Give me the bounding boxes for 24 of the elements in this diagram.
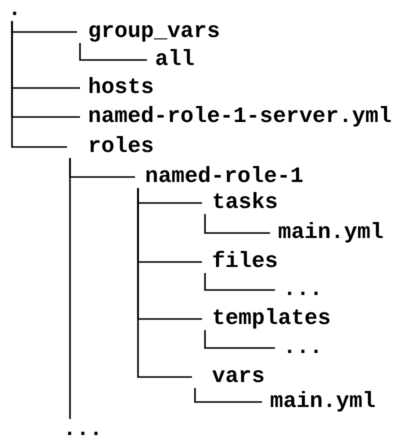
tree-connector-line — [194, 388, 262, 403]
tree-connector-line — [137, 188, 192, 378]
tree-connector-line — [204, 330, 275, 349]
tree-entry: group_vars — [77, 21, 220, 43]
tree-entry: files — [202, 251, 278, 273]
tree-connector-line — [79, 43, 147, 61]
tree-entry: named-role-1-server.yml — [80, 106, 392, 128]
tree-entry: all — [147, 49, 195, 71]
tree-entry: ... — [275, 279, 323, 301]
tree-connector-line — [69, 158, 71, 419]
tree-entry: ... — [55, 419, 103, 441]
tree-entry: roles — [67, 136, 154, 158]
tree-entry: vars — [192, 366, 265, 388]
tree-connector-line — [11, 21, 67, 148]
tree-entry: . — [0, 0, 22, 21]
tree-entry: named-role-1 — [135, 166, 304, 188]
tree-entry: main.yml — [270, 222, 384, 244]
tree-entry: tasks — [202, 192, 278, 214]
tree-entry: templates — [202, 308, 331, 330]
tree-entry: hosts — [80, 77, 154, 99]
tree-entry: main.yml — [262, 391, 376, 413]
tree-connector-line — [204, 273, 275, 291]
tree-connector-line — [204, 214, 270, 234]
tree-entry: ... — [275, 337, 323, 359]
